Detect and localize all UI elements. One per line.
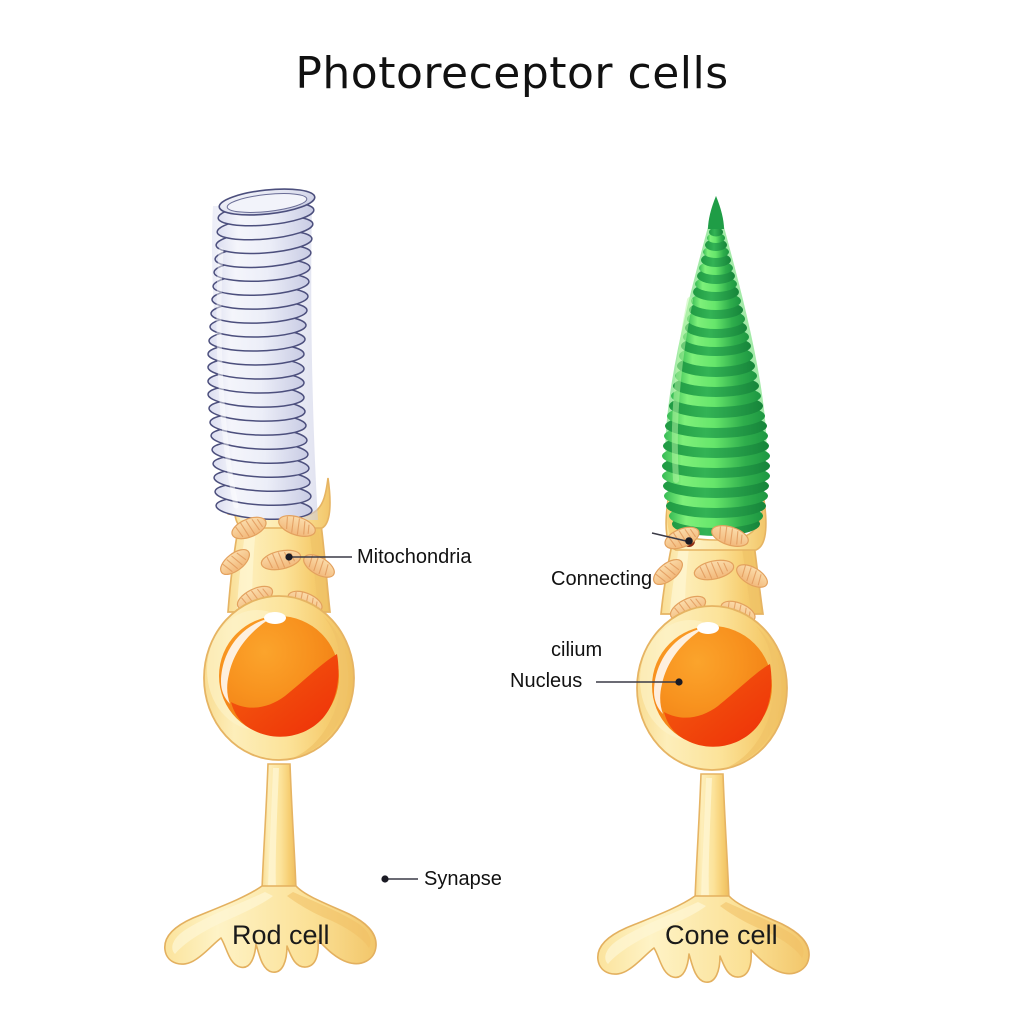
page-title: Photoreceptor cells — [295, 48, 729, 99]
cone-outer-segment — [662, 196, 770, 536]
label-nucleus: Nucleus — [510, 670, 583, 692]
rod-soma-and-synapse — [163, 595, 377, 974]
callout-leaders — [285, 532, 693, 883]
leader-connecting-cilium — [651, 532, 687, 542]
label-mitochondria: Mitochondria — [357, 546, 472, 568]
cone-cell-graphic — [596, 196, 810, 984]
label-connecting-cilium-line2: cilium — [551, 638, 603, 661]
caption-rod-cell: Rod cell — [232, 920, 330, 950]
rod-cell-graphic — [163, 188, 377, 974]
label-synapse: Synapse — [424, 868, 502, 890]
rod-outer-segment — [207, 188, 318, 521]
caption-cone-cell: Cone cell — [665, 920, 778, 950]
label-connecting-cilium: Connecting cilium — [551, 521, 652, 710]
label-connecting-cilium-line1: Connecting — [551, 568, 653, 591]
